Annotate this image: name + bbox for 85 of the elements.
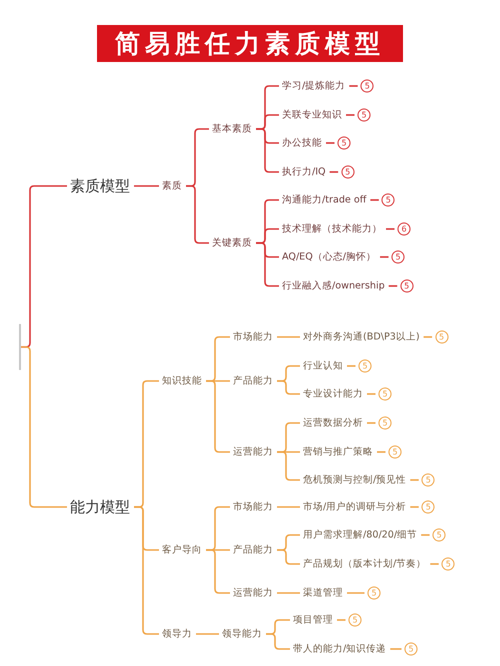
topic-label: 带人的能力/知识传递 xyxy=(293,643,386,655)
topic-label: 办公技能 xyxy=(282,137,322,149)
score-badge: 5 xyxy=(341,166,354,178)
connector-line xyxy=(388,285,398,287)
connector-line xyxy=(367,422,376,424)
connector-line xyxy=(326,142,334,144)
topic-label: 关联专业知识 xyxy=(282,109,342,121)
score-badge: 5 xyxy=(422,500,435,514)
score-badge: 5 xyxy=(368,586,380,600)
topic-label: 关键素质 xyxy=(212,237,252,249)
topic-label: 渠道管理 xyxy=(303,587,343,599)
topic-label: 市场能力 xyxy=(233,501,273,513)
connector-line xyxy=(377,451,386,453)
topic-label: 专业设计能力 xyxy=(303,388,363,400)
topic-label: 行业认知 xyxy=(303,360,343,372)
topic-label: 对外商务沟通(BD\P3以上) xyxy=(303,331,420,343)
connector-line xyxy=(337,619,346,621)
topic-label: 素质 xyxy=(162,180,182,192)
topic-label: 营销与推广策略 xyxy=(303,446,373,458)
connector-line xyxy=(196,633,219,635)
connector-line xyxy=(277,380,300,395)
topic-label: 沟通能力/trade off xyxy=(282,194,366,206)
topic-label: AQ/EQ（心态/胸怀） xyxy=(282,251,376,263)
score-badge: 5 xyxy=(388,446,402,458)
topic-label: 项目管理 xyxy=(293,614,333,626)
topic-label: 运营数据分析 xyxy=(303,417,363,429)
topic-label: 运营能力 xyxy=(233,446,273,458)
connector-line xyxy=(349,85,358,87)
topic-label: 危机预测与控制/预见性 xyxy=(303,474,406,486)
score-badge: 5 xyxy=(378,388,392,400)
score-badge: 5 xyxy=(358,360,372,372)
score-badge: 5 xyxy=(392,250,405,264)
score-badge: 5 xyxy=(442,558,455,570)
topic-label: 产品能力 xyxy=(233,375,273,387)
connector-line xyxy=(277,506,300,508)
connector-line xyxy=(424,336,432,338)
score-badge: 6 xyxy=(398,222,410,236)
connector-line xyxy=(410,506,419,508)
topic-label: 产品能力 xyxy=(233,544,273,556)
connector-line xyxy=(410,479,419,481)
connector-line xyxy=(134,506,159,635)
connector-line xyxy=(347,365,356,367)
topic-label: 技术理解（技术能力） xyxy=(282,223,382,235)
topic-label: 领导能力 xyxy=(222,628,262,640)
connector-line xyxy=(390,648,402,650)
connector-line xyxy=(330,171,338,173)
topic-label: 基本素质 xyxy=(212,123,252,135)
connector-line xyxy=(277,592,300,594)
topic-label: 学习/提炼能力 xyxy=(282,80,346,92)
title-banner: 简易胜任力素质模型 xyxy=(97,25,403,62)
topic-label: 市场能力 xyxy=(233,331,273,343)
connector-line xyxy=(370,199,379,201)
connector-line xyxy=(134,185,159,187)
score-badge: 5 xyxy=(422,474,435,486)
score-badge: 5 xyxy=(435,330,448,344)
score-badge: 5 xyxy=(338,136,350,150)
connector-line xyxy=(421,534,430,536)
connector-line xyxy=(367,393,376,395)
connector-line xyxy=(380,256,389,258)
score-badge: 5 xyxy=(348,614,362,626)
topic-label: 用户需求理解/80/20/细节 xyxy=(303,529,418,541)
connector-line xyxy=(386,228,394,230)
connector-line xyxy=(21,346,67,508)
branch-label: 素质模型 xyxy=(70,177,130,195)
topic-label: 客户导向 xyxy=(162,544,202,556)
connector-line xyxy=(346,114,354,116)
topic-label: 运营能力 xyxy=(233,587,273,599)
topic-label: 产品规划（版本计划/节奏） xyxy=(303,558,426,570)
score-badge: 5 xyxy=(360,80,374,92)
score-badge: 5 xyxy=(358,108,370,122)
connector-line xyxy=(277,336,300,338)
branch-label: 能力模型 xyxy=(70,498,130,516)
topic-label: 执行力/IQ xyxy=(282,166,326,178)
topic-label: 市场/用户的调研与分析 xyxy=(303,501,406,513)
topic-label: 行业融入感/ownership xyxy=(282,280,385,292)
topic-label: 领导力 xyxy=(162,628,192,640)
score-badge: 5 xyxy=(432,528,446,542)
connector-line xyxy=(430,563,439,565)
score-badge: 5 xyxy=(404,642,418,656)
score-badge: 5 xyxy=(400,280,414,292)
score-badge: 5 xyxy=(378,416,392,430)
topic-label: 知识技能 xyxy=(162,375,202,387)
connector-line xyxy=(277,549,300,565)
score-badge: 5 xyxy=(382,194,395,206)
connector-line xyxy=(347,592,364,594)
